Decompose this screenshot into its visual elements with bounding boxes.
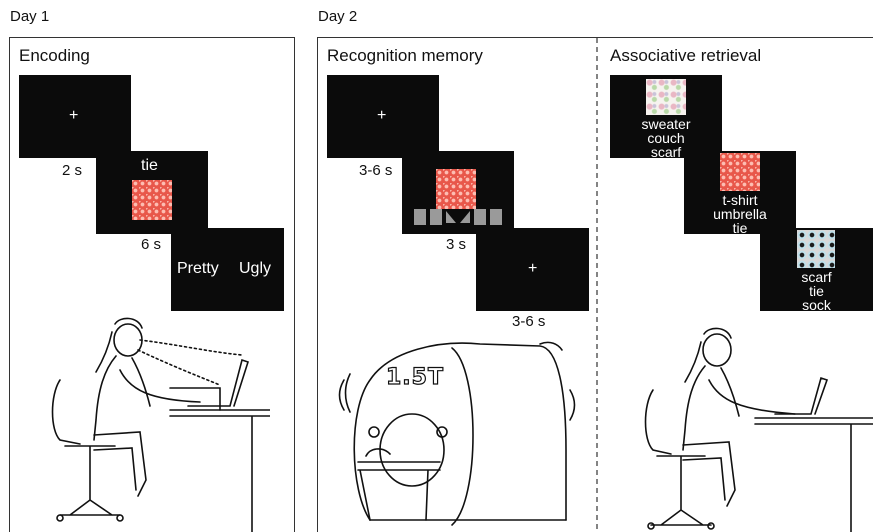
trial-3-option-1: scarf: [801, 269, 832, 285]
associative-title: Associative retrieval: [610, 46, 762, 65]
recognition-fixation-screen: +: [327, 75, 439, 158]
rating-ugly: Ugly: [239, 260, 272, 277]
trial-3-option-2: tie: [809, 283, 824, 299]
trial-2-option-1: t-shirt: [722, 192, 758, 208]
encoding-fixation-duration: 2 s: [60, 162, 85, 179]
day2-label: Day 2: [318, 8, 358, 25]
fixation-cross: +: [69, 107, 79, 124]
encoding-fixation-screen: +: [19, 75, 131, 158]
recognition-title: Recognition memory: [327, 46, 483, 65]
item-word: tie: [141, 157, 158, 174]
person-laptop-illustration: [51, 317, 270, 532]
recognition-item-duration: 3 s: [444, 236, 469, 253]
item-image: [132, 180, 172, 220]
trial-2-option-2: umbrella: [713, 206, 767, 222]
recognition-end-screen: +: [476, 228, 589, 311]
recognition-fixation-duration: 3-6 s: [357, 162, 395, 179]
encoding-title: Encoding: [19, 46, 90, 65]
associative-trial-1-screen: sweater couch scarf: [610, 75, 722, 160]
trial-2-option-3: tie: [732, 220, 748, 236]
encoding-rating-screen: Pretty Ugly: [171, 228, 284, 311]
associative-trial-3-screen: scarf tie sock: [760, 228, 873, 313]
day1-label: Day 1: [10, 8, 50, 25]
recognition-item-screen: [402, 151, 514, 234]
encoding-item-screen: tie: [96, 151, 208, 234]
item-image: [436, 169, 476, 209]
rating-pretty: Pretty: [177, 260, 219, 277]
trial-3-option-3: sock: [802, 297, 831, 313]
trial-1-option-3: scarf: [650, 144, 682, 160]
encoding-panel: [9, 37, 295, 532]
scanner-label: 1.5T: [385, 364, 444, 390]
day2-panel: [317, 37, 873, 532]
trial-1-option-2: couch: [647, 130, 685, 146]
mri-scanner-illustration: [338, 341, 576, 526]
panel-divider: [596, 38, 598, 532]
trial-1-option-1: sweater: [641, 116, 691, 132]
fixation-cross: +: [377, 107, 387, 124]
associative-trial-2-screen: t-shirt umbrella tie: [684, 151, 796, 236]
encoding-item-duration: 6 s: [139, 236, 164, 253]
person-laptop-illustration-2: [644, 327, 873, 532]
confidence-scale: [414, 209, 502, 225]
trial-2-image: [720, 153, 760, 191]
trial-1-image: [646, 79, 686, 115]
trial-3-image: [797, 230, 835, 268]
recognition-end-duration: 3-6 s: [510, 313, 548, 330]
fixation-cross: +: [528, 260, 538, 277]
